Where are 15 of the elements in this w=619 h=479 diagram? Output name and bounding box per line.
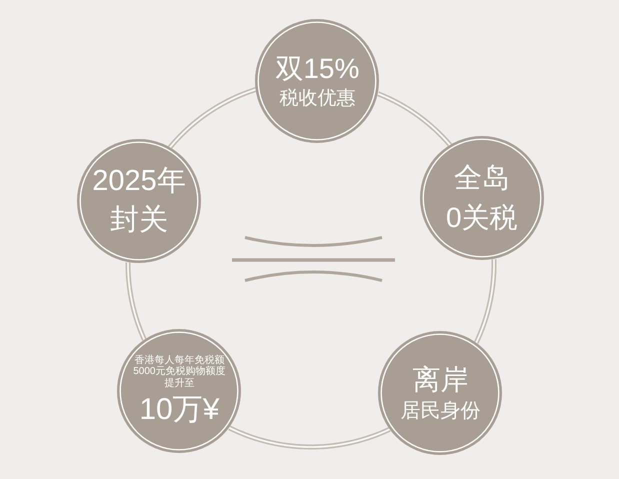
node-label: 税收优惠 [279,88,356,110]
ring-arc [228,426,391,450]
ring-arc [474,258,496,344]
node-label: 居民身份 [400,400,480,423]
node-label: 10万¥ [139,393,220,428]
node-label: 离岸 [412,364,468,396]
ring-arc [168,87,257,150]
node-label: 全岛 [454,162,510,194]
node-label: 香港每人每年免税额5000元免税购物额度提升至 [132,354,226,390]
ring-arc [126,262,147,341]
node-label: 0关税 [446,202,518,235]
node-label: 封关 [110,204,168,238]
node-label: 双15% [275,52,360,85]
node-label: 2025年 [92,165,186,198]
ring-arc [377,91,452,147]
